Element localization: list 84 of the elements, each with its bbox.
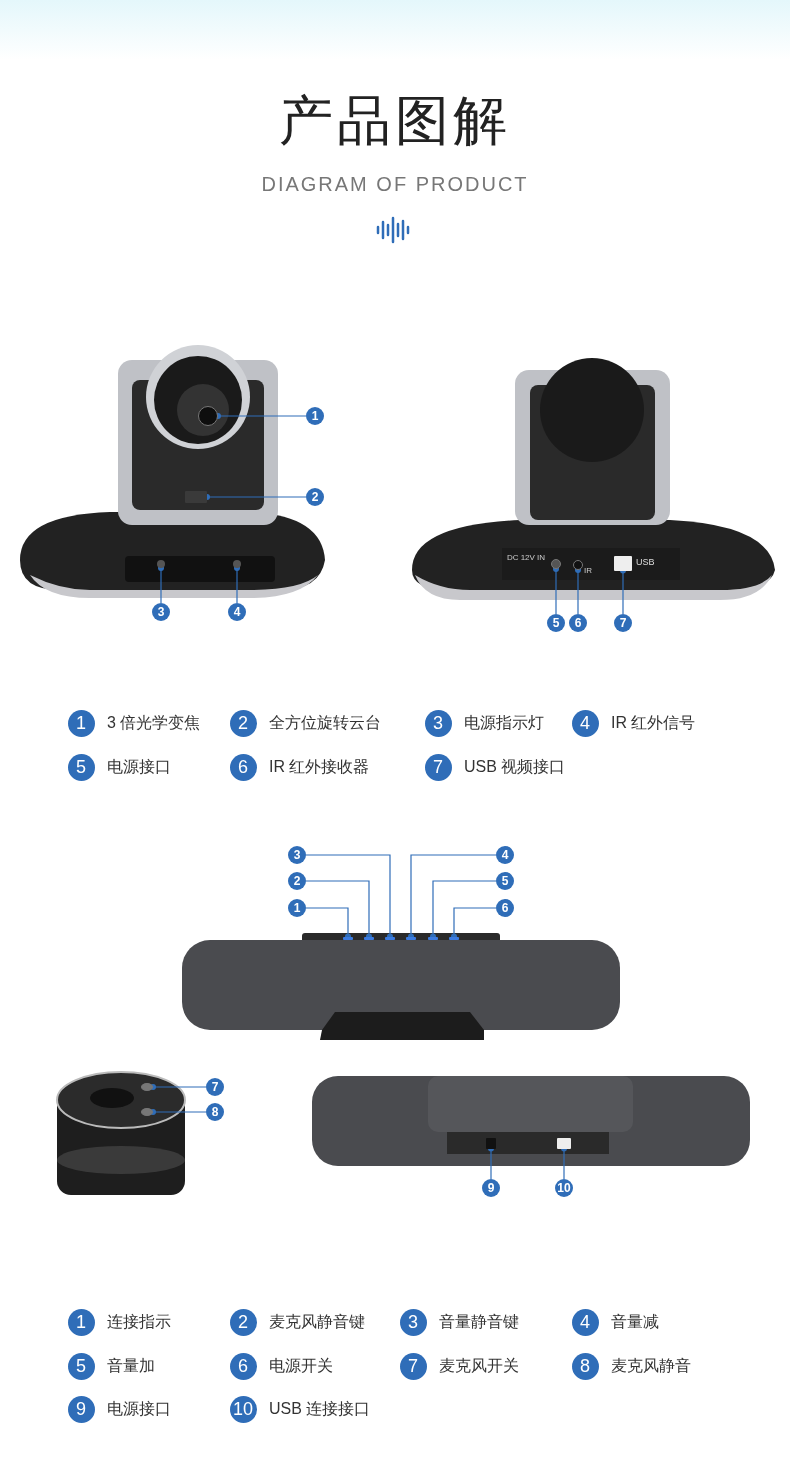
callout-number: 2 (306, 488, 324, 506)
callout-number: 3 (424, 709, 452, 737)
legend-text: 3 倍光学变焦 (107, 713, 201, 733)
legend-text: 电源开关 (269, 1356, 333, 1376)
legend-text: 电源指示灯 (464, 713, 544, 733)
leader-line (408, 854, 497, 940)
indicator-light (157, 560, 165, 568)
port-label: DC 12V IN (506, 553, 546, 563)
round-button (141, 1108, 153, 1116)
callout-number: 4 (571, 1308, 599, 1336)
callout-number: 5 (547, 614, 565, 632)
legend-text: 连接指示 (107, 1312, 171, 1332)
callout-number: 4 (496, 846, 514, 864)
callout-number: 1 (67, 709, 95, 737)
legend-text: 音量加 (107, 1356, 155, 1376)
callout-number: 10 (229, 1395, 257, 1423)
callout-number: 1 (306, 407, 324, 425)
callout-number: 3 (152, 603, 170, 621)
subtitle: DIAGRAM OF PRODUCT (260, 172, 530, 196)
pan-tilt-base (185, 491, 207, 503)
power-port (486, 1137, 496, 1149)
legend-text: 麦克风开关 (439, 1356, 519, 1376)
callout-number: 3 (288, 846, 306, 864)
leader-line (451, 907, 497, 940)
callout-number: 7 (614, 614, 632, 632)
indicator-light (406, 936, 416, 940)
callout-number: 5 (67, 1352, 95, 1380)
legend-text: IR 红外接收器 (269, 757, 370, 777)
callout-number: 2 (288, 872, 306, 890)
callout-number: 6 (496, 899, 514, 917)
legend-text: USB 连接接口 (269, 1399, 371, 1419)
callout-number: 6 (569, 614, 587, 632)
callout-number: 1 (288, 899, 306, 917)
callout-number: 5 (67, 753, 95, 781)
legend-text: 麦克风静音 (611, 1356, 691, 1376)
legend-text: 音量减 (611, 1312, 659, 1332)
port-label: USB (636, 557, 655, 568)
legend-text: 全方位旋转云台 (269, 713, 381, 733)
callout-number: 6 (229, 1352, 257, 1380)
port-label: IR (584, 566, 592, 576)
indicator-light (364, 936, 374, 940)
leader-line (575, 567, 581, 615)
indicator-light (343, 936, 353, 940)
callout-number: 10 (555, 1179, 573, 1197)
ir-receiver (573, 560, 583, 570)
leader-line (305, 854, 393, 940)
leader-line (234, 565, 240, 604)
callout-number: 8 (571, 1352, 599, 1380)
leader-line (150, 1084, 207, 1090)
callout-number: 7 (424, 753, 452, 781)
indicator-light (428, 936, 438, 940)
title: 产品图解 (278, 89, 512, 152)
callout-number: 1 (67, 1308, 95, 1336)
callout-number: 9 (67, 1395, 95, 1423)
callout-number: 2 (229, 709, 257, 737)
leader-line (430, 880, 497, 940)
legend-text: 电源接口 (107, 1399, 171, 1419)
callout-number: 5 (496, 872, 514, 890)
leader-line (204, 494, 307, 500)
legend-text: 电源接口 (107, 757, 171, 777)
callout-number: 6 (229, 753, 257, 781)
leader-line (150, 1109, 207, 1115)
usb-port (557, 1137, 571, 1149)
callout-number: 3 (399, 1308, 427, 1336)
callout-number: 7 (206, 1078, 224, 1096)
callout-number: 2 (229, 1308, 257, 1336)
callout-number: 9 (482, 1179, 500, 1197)
legend-text: 麦克风静音键 (269, 1312, 365, 1332)
leader-line (158, 565, 164, 604)
callout-number: 8 (206, 1103, 224, 1121)
callout-number: 4 (228, 603, 246, 621)
power-port (551, 559, 561, 569)
leader-line (305, 907, 351, 940)
indicator-light (385, 936, 395, 940)
leader-line (305, 880, 372, 940)
callout-number: 7 (399, 1352, 427, 1380)
callout-number: 4 (571, 709, 599, 737)
leader-line (553, 566, 559, 615)
legend-text: IR 红外信号 (611, 713, 696, 733)
ir-window (233, 560, 241, 568)
legend-text: USB 视频接口 (464, 757, 566, 777)
round-button (141, 1083, 153, 1091)
legend-text: 音量静音键 (439, 1312, 519, 1332)
indicator-light (449, 936, 459, 940)
